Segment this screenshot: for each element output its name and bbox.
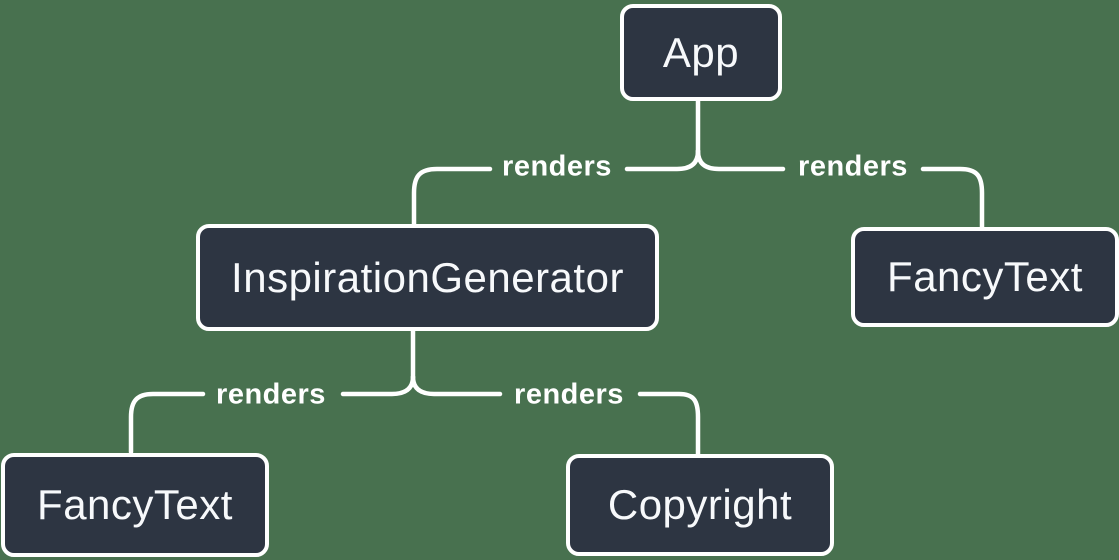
edge-ig-fancytext-line bbox=[340, 374, 416, 397]
edge-ig-copyright-line bbox=[410, 374, 503, 397]
node-app-label: App bbox=[662, 28, 740, 76]
node-fancy-text-top: FancyText bbox=[851, 227, 1119, 327]
edge-app-fancytext-drop-line bbox=[920, 166, 985, 230]
edge-app-fancytext-line bbox=[695, 148, 786, 172]
edge-ig-fancytext-drop-line bbox=[128, 391, 206, 455]
edge-ig-copyright-drop-line bbox=[637, 391, 701, 457]
node-copyright: Copyright bbox=[566, 454, 834, 556]
edge-label-ig-fancytext: renders bbox=[216, 378, 326, 411]
edge-label-ig-copyright: renders bbox=[514, 378, 624, 411]
node-fancy-text-bottom: FancyText bbox=[1, 453, 269, 557]
node-fancy-text-bottom-label: FancyText bbox=[37, 481, 233, 528]
node-app: App bbox=[620, 4, 782, 101]
node-inspiration-generator-label: InspirationGenerator bbox=[231, 253, 624, 301]
edge-app-inspirationgenerator-line bbox=[624, 148, 701, 172]
node-inspiration-generator: InspirationGenerator bbox=[196, 224, 659, 331]
edge-app-inspirationgenerator-drop-line bbox=[411, 166, 493, 228]
node-copyright-label: Copyright bbox=[607, 481, 793, 528]
edge-label-app-inspirationgenerator: renders bbox=[502, 150, 612, 183]
node-fancy-text-top-label: FancyText bbox=[887, 253, 1083, 300]
edge-label-app-fancytext: renders bbox=[798, 150, 908, 183]
